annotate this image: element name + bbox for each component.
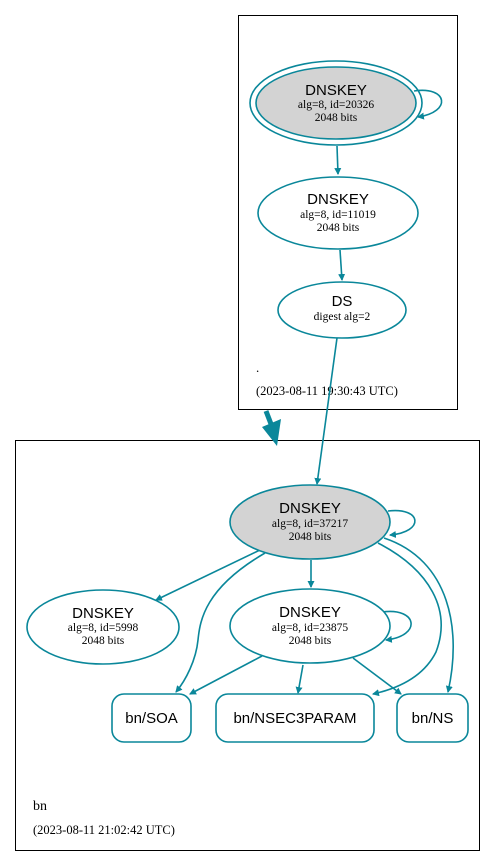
bn-key5998-bits: 2048 bits <box>82 635 125 647</box>
edge-bn-ksk-to-ns <box>383 537 454 694</box>
root-ksk-detail: alg=8, id=20326 <box>298 99 374 111</box>
root-ds-node: DS digest alg=2 <box>277 281 407 339</box>
bn-key5998-detail: alg=8, id=5998 <box>68 622 139 634</box>
bn-zone-name: bn <box>33 799 47 814</box>
bn-ksk-detail: alg=8, id=37217 <box>272 518 348 530</box>
edges <box>155 89 454 697</box>
root-zone-border <box>238 15 458 410</box>
root-zone-timestamp: (2023-08-11 19:30:43 UTC) <box>256 384 398 398</box>
bn-ksk-type: DNSKEY <box>279 500 341 517</box>
bn-nsec3param-node: bn/NSEC3PARAM <box>215 693 375 743</box>
root-zsk-node: DNSKEY alg=8, id=11019 2048 bits <box>257 176 419 250</box>
bn-zsk-bits: 2048 bits <box>289 635 332 647</box>
bn-soa-node: bn/SOA <box>111 693 192 743</box>
root-ksk-type: DNSKEY <box>305 82 367 99</box>
bn-zsk-node: DNSKEY alg=8, id=23875 2048 bits <box>229 588 391 664</box>
edge-bn-ksk-self <box>387 509 416 538</box>
root-ksk-node: DNSKEY alg=8, id=20326 2048 bits <box>249 60 423 146</box>
edge-bn-ksk-to-nsec3param <box>371 542 442 697</box>
edge-bn-zsk-to-ns <box>352 657 402 695</box>
bn-ns-label: bn/NS <box>412 710 454 727</box>
edge-root-zsk-to-ds <box>338 249 346 282</box>
bn-zone-cluster: bn (2023-08-11 21:02:42 UTC) <box>15 440 480 851</box>
bn-zone-border <box>15 440 480 851</box>
root-zsk-bits: 2048 bits <box>317 222 360 234</box>
bn-soa-label: bn/SOA <box>125 710 178 727</box>
bn-zsk-type: DNSKEY <box>279 604 341 621</box>
root-ksk-bits: 2048 bits <box>315 112 358 124</box>
root-ds-type: DS <box>332 293 353 310</box>
edge-root-ksk-self <box>413 89 443 120</box>
bn-ns-node: bn/NS <box>396 693 469 743</box>
edge-bn-zsk-to-nsec3param <box>295 664 304 695</box>
edge-root-ksk-to-zsk <box>334 145 342 176</box>
root-zone-name: . <box>256 360 259 375</box>
root-zone-cluster: . (2023-08-11 19:30:43 UTC) <box>238 15 458 410</box>
root-zsk-detail: alg=8, id=11019 <box>300 209 376 221</box>
bn-ksk-node: DNSKEY alg=8, id=37217 2048 bits <box>229 484 391 560</box>
edge-bn-zsk-to-soa <box>189 655 263 695</box>
edge-bn-zsk-self <box>381 610 412 643</box>
edge-ds-to-bn-ksk <box>314 337 338 486</box>
edge-bn-ksk-to-soa <box>175 552 266 693</box>
bn-nsec3param-label: bn/NSEC3PARAM <box>233 710 356 727</box>
bn-key5998-node: DNSKEY alg=8, id=5998 2048 bits <box>26 589 180 665</box>
bn-ksk-bits: 2048 bits <box>289 531 332 543</box>
delegation-arrow <box>262 410 281 446</box>
edge-bn-ksk-to-key5998 <box>155 549 261 601</box>
bn-key5998-type: DNSKEY <box>72 605 134 622</box>
root-ds-detail: digest alg=2 <box>314 311 371 323</box>
bn-zone-timestamp: (2023-08-11 21:02:42 UTC) <box>33 823 175 837</box>
root-zsk-type: DNSKEY <box>307 191 369 208</box>
bn-zsk-detail: alg=8, id=23875 <box>272 622 348 634</box>
